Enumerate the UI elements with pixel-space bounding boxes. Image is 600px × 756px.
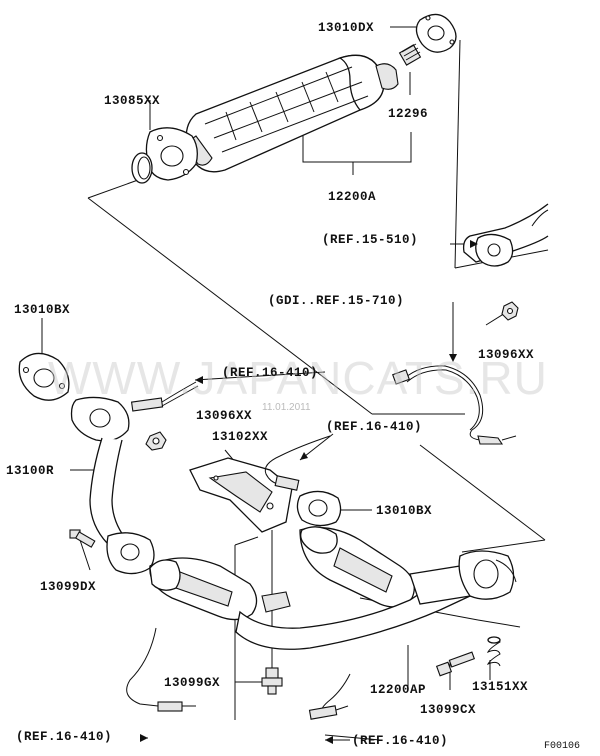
o2-sensor-gdi: [392, 365, 517, 445]
ring-gasket-13085XX: [131, 152, 153, 184]
rear-pipe-flange: [462, 203, 549, 267]
ref-16-410-a[interactable]: (REF.16-410): [222, 366, 318, 380]
stud-12296: [398, 43, 422, 66]
label-13102XX[interactable]: 13102XX: [212, 430, 268, 444]
label-12200A[interactable]: 12200A: [328, 190, 376, 204]
label-13096XX-left[interactable]: 13096XX: [196, 409, 252, 423]
ref-16-410-c[interactable]: (REF.16-410): [16, 730, 112, 744]
label-13099GX[interactable]: 13099GX: [164, 676, 220, 690]
o2-sensor-middle: [264, 435, 331, 491]
spring-13151XX: [486, 636, 501, 667]
watermark-text: WWW.JAPANCATS.RU: [48, 352, 548, 404]
inlet-flange-top: [145, 127, 198, 181]
watermark-date: 11.01.2011: [262, 402, 311, 413]
label-13010BX-mid[interactable]: 13010BX: [376, 504, 432, 518]
label-13099DX[interactable]: 13099DX: [40, 580, 96, 594]
ref-15-510[interactable]: (REF.15-510): [322, 233, 418, 247]
gasket-13010DX: [415, 13, 457, 53]
ref-gdi-15-710[interactable]: (GDI..REF.15-710): [268, 294, 404, 308]
catalytic-converter-lower: [149, 526, 517, 650]
label-13099CX[interactable]: 13099CX: [420, 703, 476, 717]
nut-13096XX-right: [501, 301, 519, 321]
ref-16-410-d[interactable]: (REF.16-410): [352, 734, 448, 748]
gasket-13010BX-left: [18, 352, 70, 401]
bolt-13099CX: [435, 651, 476, 677]
front-pipe-13100R: [70, 396, 155, 575]
label-13085XX[interactable]: 13085XX: [104, 94, 160, 108]
o2-sensor-lower-right: [308, 673, 351, 720]
figure-code: F00106: [544, 741, 580, 752]
bolt-13099GX: [261, 667, 283, 695]
label-13010DX[interactable]: 13010DX: [318, 21, 374, 35]
label-13010BX-top[interactable]: 13010BX: [14, 303, 70, 317]
nut-13096XX-left: [145, 431, 167, 451]
bolt-13099DX: [69, 529, 96, 548]
gasket-13010BX-mid: [296, 490, 342, 527]
label-13096XX-right[interactable]: 13096XX: [478, 348, 534, 362]
o2-sensor-lower-left: [126, 627, 196, 712]
bracket-13102XX: [189, 457, 293, 533]
label-12296[interactable]: 12296: [388, 107, 428, 121]
o2-sensor-left: [130, 381, 199, 412]
label-13151XX[interactable]: 13151XX: [472, 680, 528, 694]
label-13100R[interactable]: 13100R: [6, 464, 54, 478]
label-12200AP[interactable]: 12200AP: [370, 683, 426, 697]
catalytic-converter-top: [185, 54, 399, 173]
ref-16-410-b[interactable]: (REF.16-410): [326, 420, 422, 434]
